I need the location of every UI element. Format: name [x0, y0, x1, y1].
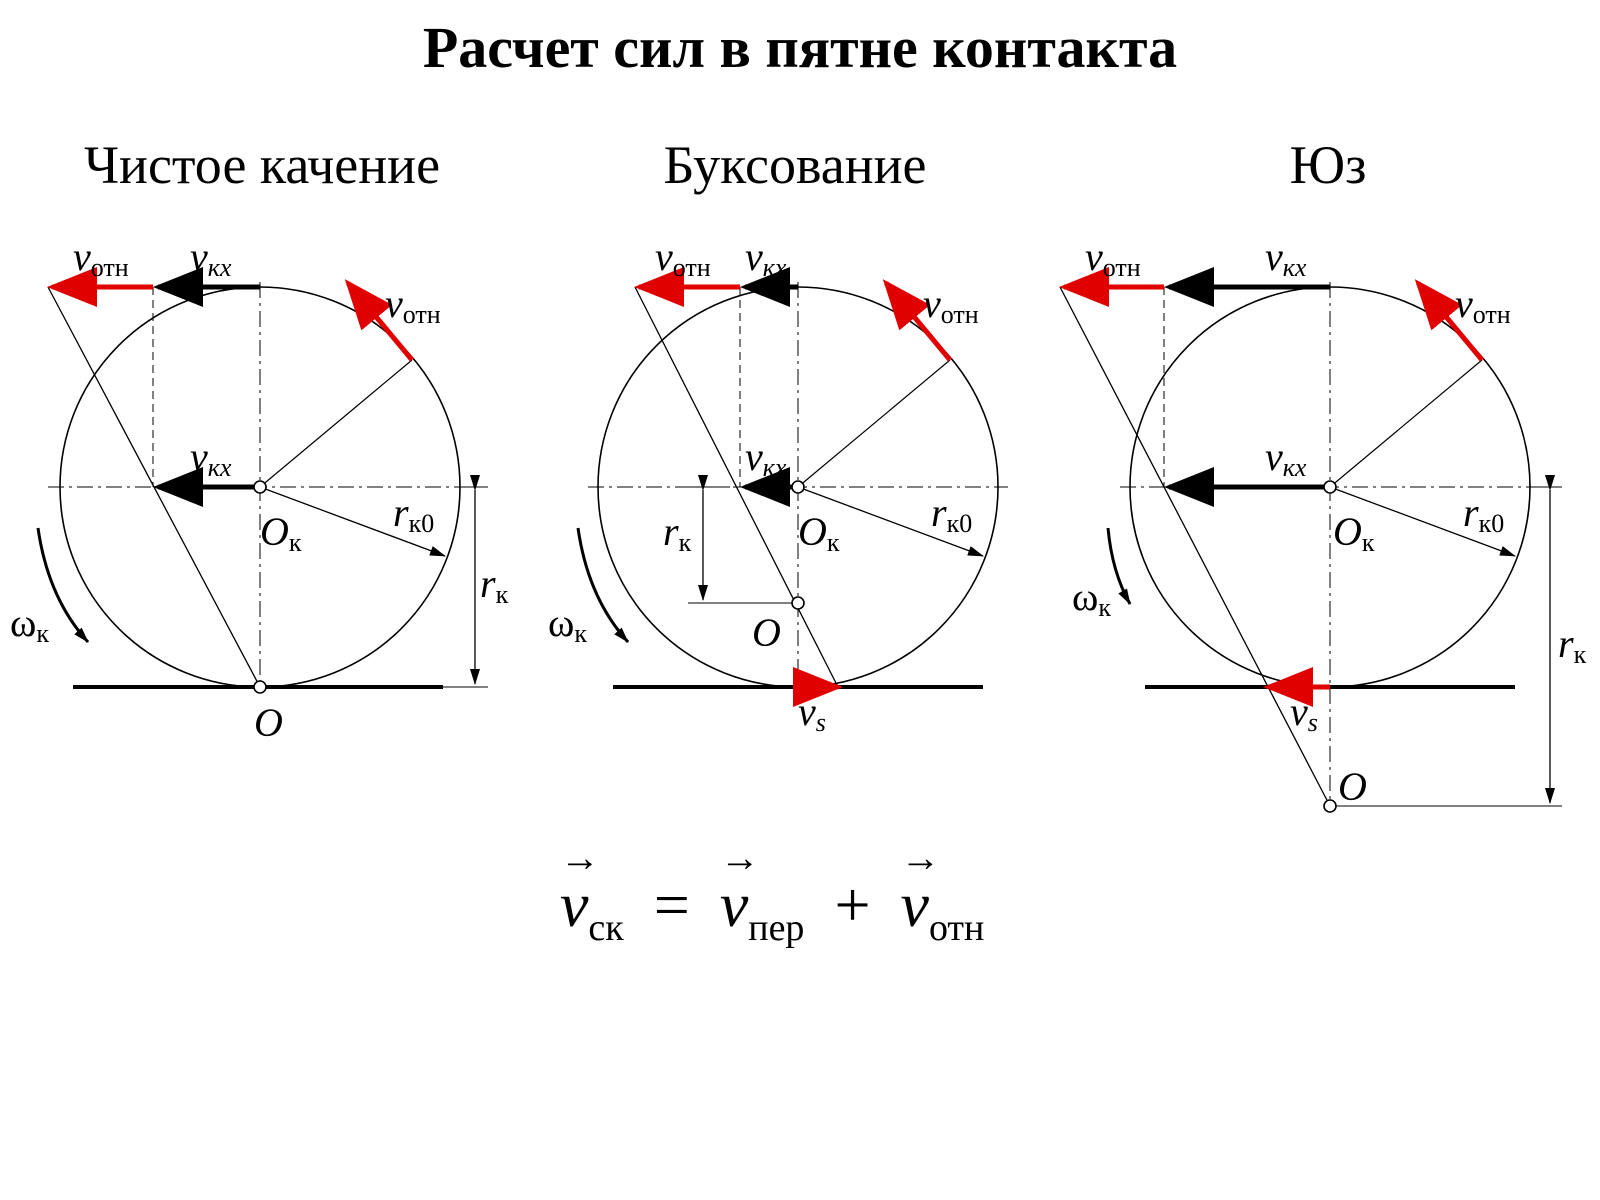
formula-plus: + — [834, 869, 871, 940]
v-otn-arrow-tangent — [1414, 279, 1484, 362]
panel-title-pure-rolling: Чистое качение — [83, 135, 441, 195]
label-r-k0: rк0 — [1463, 490, 1504, 538]
label-omega-k: ωк — [10, 600, 49, 648]
label-v-kx-top: vкx — [745, 234, 787, 282]
formula-vector-v-per: v — [720, 834, 761, 942]
formula-vector-v-ck: v — [560, 834, 601, 942]
instant-center-o — [1323, 799, 1337, 813]
panel-pure-rolling: vотн vкx vотн vкx Oк rк0 rк ωк O — [10, 234, 509, 745]
panel-title-skidding: Юз — [1289, 135, 1367, 195]
omega-k-arrow — [1106, 527, 1132, 605]
label-v-kx-center: vкx — [1265, 434, 1307, 482]
label-v-kx-center: vкx — [190, 434, 232, 482]
label-o: O — [254, 700, 283, 745]
label-r-k0: rк0 — [393, 490, 434, 538]
label-r-k: rк — [480, 561, 509, 609]
label-omega-k: ωк — [548, 600, 587, 648]
omega-k-arrow — [576, 527, 630, 644]
label-v-kx-top: vкx — [1265, 234, 1307, 282]
center-point-ok — [791, 480, 805, 494]
formula-sub-ck: ск — [588, 907, 624, 949]
radius-line — [259, 359, 413, 488]
formula-equals: = — [653, 869, 690, 940]
radius-line — [1329, 359, 1483, 488]
label-omega-k: ωк — [1072, 574, 1111, 622]
velocity-formula: vск = vпер + vотн — [560, 834, 985, 950]
label-v-otn-top: vотн — [73, 234, 129, 282]
radius-r-k0-arrow — [259, 486, 446, 557]
label-ok: Oк — [1333, 509, 1375, 557]
velocity-distribution-line — [1059, 286, 1331, 807]
instant-center-o — [791, 596, 805, 610]
label-r-k: rк — [663, 509, 692, 557]
label-ok: Oк — [260, 509, 302, 557]
slide-title: Расчет сил в пятне контакта — [422, 15, 1178, 80]
label-v-otn-tangent: vотн — [385, 281, 441, 329]
label-v-otn-top: vотн — [1085, 234, 1141, 282]
radius-r-k0-arrow — [797, 486, 984, 557]
center-point-ok — [1323, 480, 1337, 494]
label-v-otn-tangent: vотн — [923, 281, 979, 329]
label-o: O — [1338, 764, 1367, 809]
label-v-s: vs — [798, 689, 826, 737]
velocity-distribution-line — [634, 286, 839, 688]
formula-sub-per: пер — [748, 907, 805, 949]
formula-sub-otn: отн — [928, 907, 985, 949]
omega-k-arrow — [36, 527, 90, 644]
label-v-otn-top: vотн — [655, 234, 711, 282]
label-v-s: vs — [1290, 689, 1318, 737]
panel-skidding: vотн vкx vотн vкx Oк rк0 rк ωк O vs — [1059, 234, 1587, 813]
panel-title-slipping: Буксование — [663, 135, 927, 195]
label-r-k: rк — [1558, 621, 1587, 669]
radius-line — [797, 359, 951, 488]
label-o: O — [752, 610, 781, 655]
center-point-ok — [253, 480, 267, 494]
contact-point-o — [253, 680, 267, 694]
v-otn-arrow-tangent — [344, 279, 414, 362]
radius-r-k0-arrow — [1329, 486, 1516, 557]
label-v-otn-tangent: vотн — [1455, 281, 1511, 329]
label-r-k0: rк0 — [931, 490, 972, 538]
panel-slipping: vотн vкx vотн vкx Oк rк0 rк ωк O vs — [548, 234, 1008, 737]
formula-vector-v-otn: v — [901, 834, 942, 942]
v-otn-arrow-tangent — [882, 279, 952, 362]
label-v-kx-top: vкx — [190, 234, 232, 282]
label-ok: Oк — [798, 509, 840, 557]
label-v-kx-center: vкx — [745, 434, 787, 482]
